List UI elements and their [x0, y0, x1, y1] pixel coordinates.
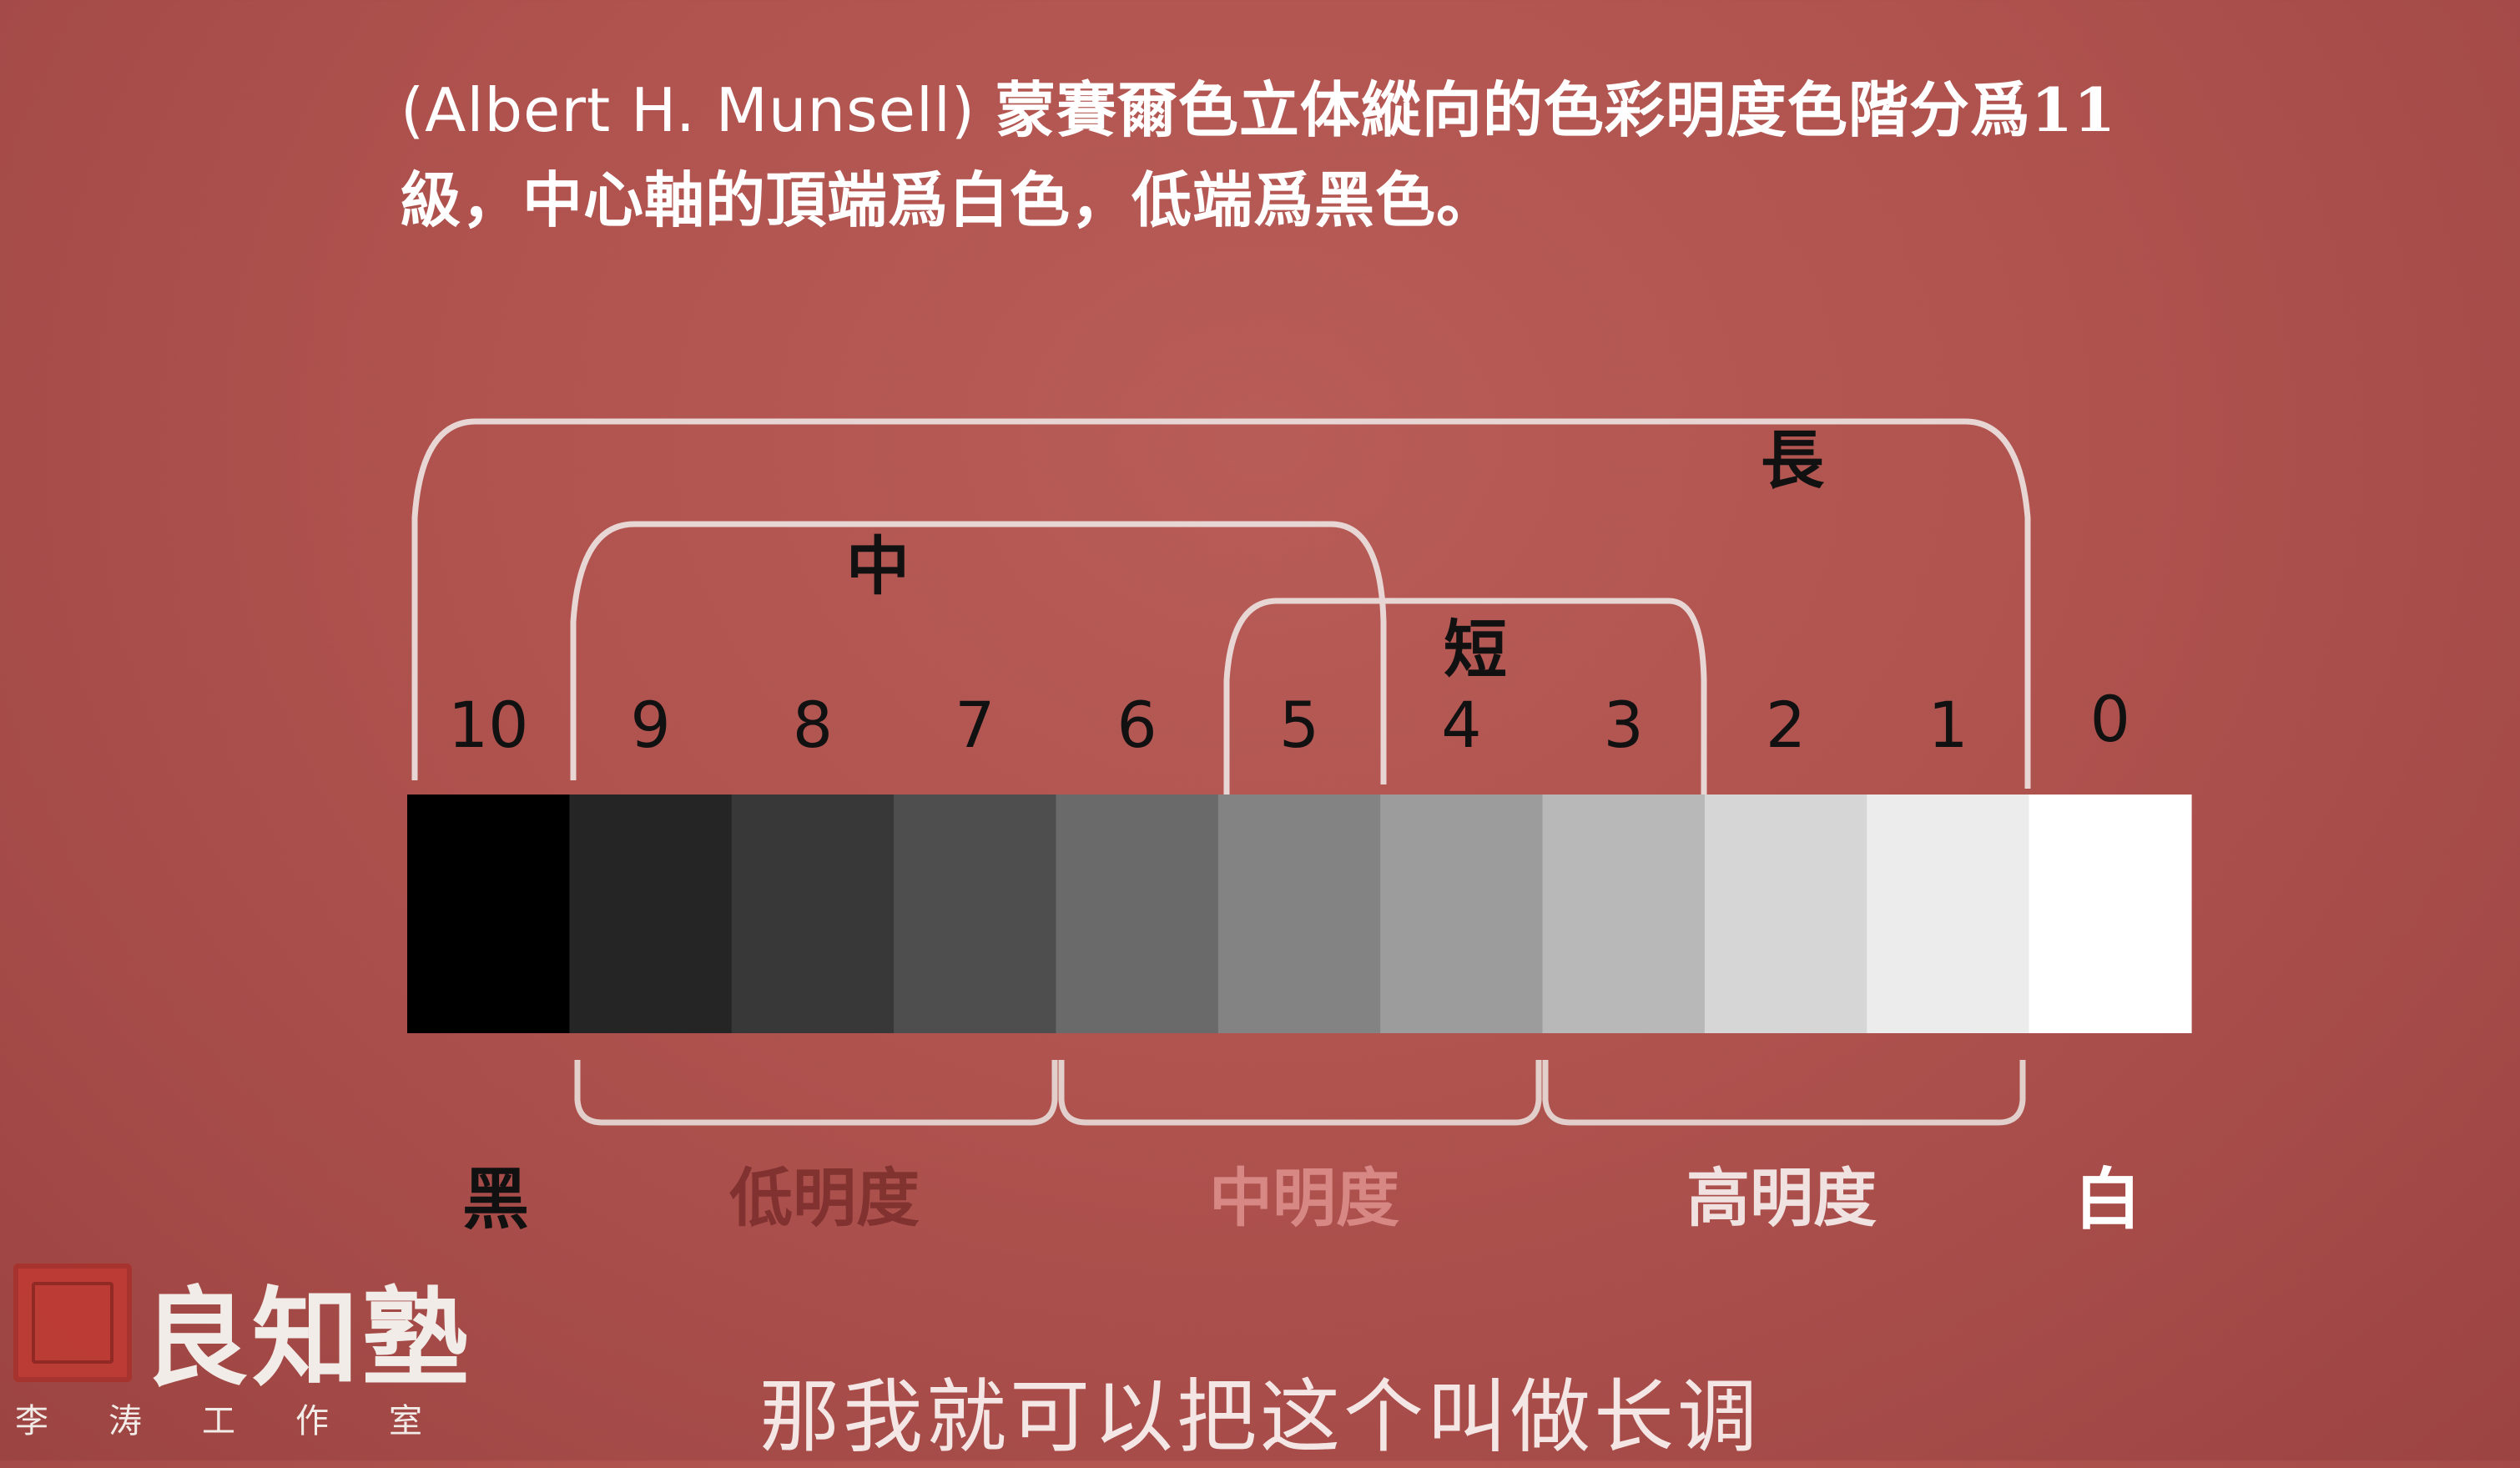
gray-swatch-9 [569, 795, 733, 1033]
high-value-label: 高明度 [1686, 1161, 1877, 1235]
white-end-label: 白 [2074, 1160, 2141, 1238]
gray-swatch-6 [1056, 795, 1219, 1033]
high-value-bracket [1542, 1060, 2026, 1126]
description-line-1: (Albert H. Munsell) 蒙賽爾色立体縱向的色彩明度色階分爲11 [401, 65, 2236, 155]
value-label-0: 0 [2090, 682, 2130, 756]
gray-swatch-4 [1380, 795, 1544, 1033]
gray-swatch-7 [894, 795, 1057, 1033]
gray-swatch-10 [407, 795, 570, 1033]
gray-swatch-5 [1217, 795, 1381, 1033]
value-label-9: 9 [630, 688, 670, 762]
logo-title: 良知塾 [142, 1276, 473, 1401]
gray-swatch-2 [1704, 795, 1867, 1033]
value-label-7: 7 [955, 688, 995, 762]
value-label-10: 10 [448, 688, 529, 762]
long-bracket-label: 長 [1761, 423, 1825, 497]
black-end-label: 黑 [462, 1160, 529, 1238]
gray-swatch-0 [2029, 795, 2192, 1033]
middle-bracket-line [570, 521, 1387, 784]
value-label-6: 6 [1116, 688, 1157, 762]
description-text: (Albert H. Munsell) 蒙賽爾色立体縱向的色彩明度色階分爲11 … [401, 65, 2236, 245]
description-line-2: 級，中心軸的頂端爲白色，低端爲黑色。 [401, 164, 1498, 235]
value-label-2: 2 [1766, 688, 1806, 762]
description-latin: (Albert H. Munsell) [401, 75, 995, 145]
value-label-3: 3 [1604, 688, 1644, 762]
middle-bracket-label: 中 [846, 529, 910, 603]
gray-swatches [407, 795, 2192, 1033]
red-seal-stamp [13, 1264, 132, 1382]
mid-value-bracket [1058, 1060, 1542, 1126]
gray-swatch-8 [731, 795, 895, 1033]
value-label-5: 5 [1279, 688, 1319, 762]
short-bracket-line [1223, 598, 1707, 797]
studio-logo: 良知塾 李涛工作室 [8, 1252, 476, 1452]
logo-subtitle: 李涛工作室 [15, 1402, 482, 1440]
video-subtitle: 那我就可以把这个叫做长调 [759, 1370, 1761, 1464]
low-value-bracket [574, 1060, 1058, 1126]
low-value-label: 低明度 [729, 1161, 920, 1235]
value-label-1: 1 [1928, 688, 1968, 762]
long-bracket-line [411, 418, 2031, 789]
value-label-8: 8 [793, 688, 833, 762]
short-bracket-label: 短 [1444, 613, 1507, 687]
value-label-4: 4 [1441, 688, 1481, 762]
gray-swatch-3 [1542, 795, 1706, 1033]
mid-value-label: 中明度 [1209, 1161, 1399, 1235]
gray-swatch-1 [1867, 795, 2030, 1033]
description-line1-text: 蒙賽爾色立体縱向的色彩明度色階分爲11 [995, 74, 2117, 145]
